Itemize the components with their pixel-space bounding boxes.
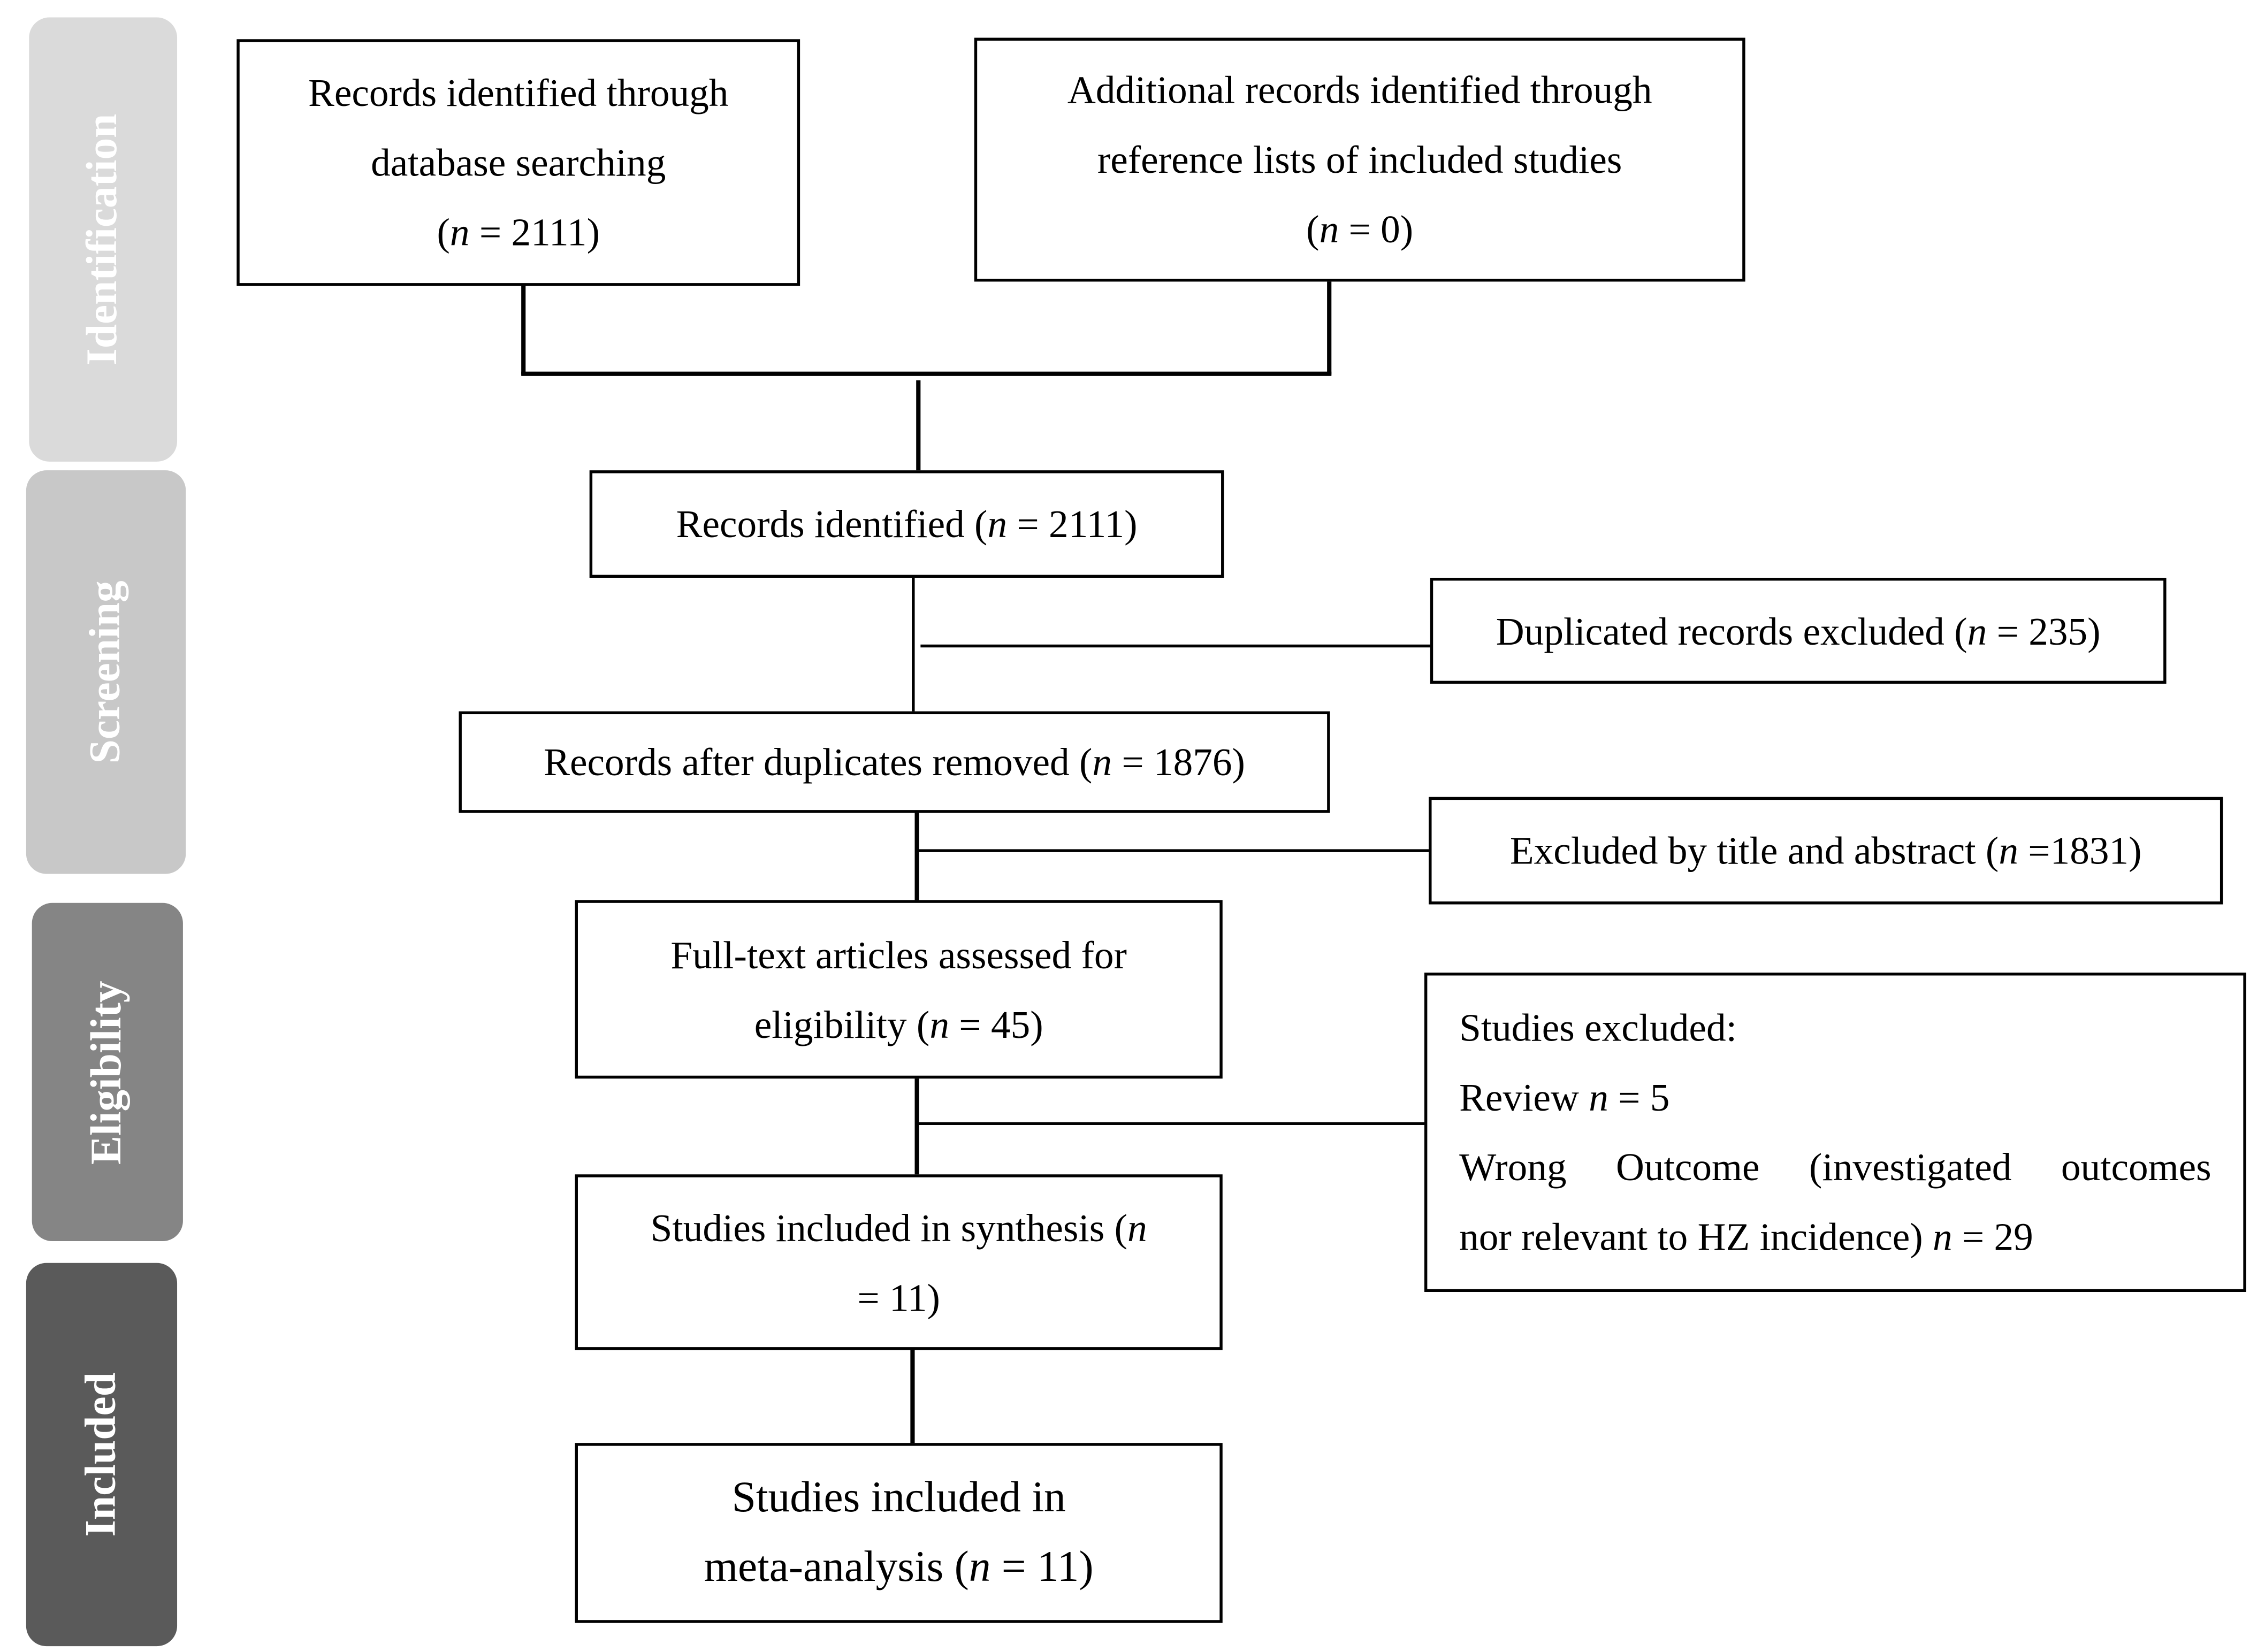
box-fulltext-assessed: Full-text articles assessed for eligibil… [575, 900, 1223, 1079]
connector-after-dup-down [914, 811, 919, 902]
db-line3: (n = 2111) [437, 210, 600, 254]
box-included-meta-analysis: Studies included in meta-analysis (n = 1… [575, 1443, 1223, 1623]
synthesis-line1: Studies included in synthesis (n [650, 1205, 1147, 1249]
phase-screening: Screening [26, 470, 186, 874]
connector-db-down [521, 284, 525, 375]
additional-line2: reference lists of included studies [1097, 137, 1622, 182]
phase-label-identification: Identification [78, 113, 127, 365]
excluded-review: Review n = 5 [1459, 1075, 1670, 1120]
phase-label-screening: Screening [81, 580, 129, 764]
db-line1: Records identified through [308, 71, 729, 115]
connector-synthesis-down [910, 1348, 914, 1444]
box-additional-records: Additional records identified through re… [974, 37, 1745, 282]
box-database-searching: Records identified through database sear… [237, 39, 800, 286]
title-abstract-text: Excluded by title and abstract (n =1831) [1509, 829, 2142, 873]
phase-included: Included [26, 1263, 178, 1647]
duplicates-text: Duplicated records excluded (n = 235) [1496, 609, 2101, 653]
phase-label-included: Included [77, 1372, 125, 1537]
connector-merge-down [916, 380, 920, 472]
after-duplicates-text: Records after duplicates removed (n = 18… [544, 740, 1245, 784]
meta-line1: Studies included in [731, 1473, 1066, 1521]
box-duplicates-excluded: Duplicated records excluded (n = 235) [1430, 577, 2167, 684]
identified-text: Records identified (n = 2111) [676, 502, 1138, 546]
box-included-synthesis: Studies included in synthesis (n = 11) [575, 1174, 1223, 1350]
connector-excluded-branch [917, 1122, 1426, 1125]
connector-fulltext-down [914, 1077, 919, 1176]
connector-duplicates-branch [920, 644, 1432, 648]
fulltext-line1: Full-text articles assessed for [670, 932, 1127, 976]
phase-identification: Identification [29, 17, 178, 462]
meta-line2: meta-analysis (n = 11) [704, 1543, 1094, 1591]
box-after-duplicates: Records after duplicates removed (n = 18… [459, 711, 1330, 813]
excluded-wrong-line2: nor relevant to HZ incidence) n = 29 [1459, 1215, 2033, 1259]
connector-merge [521, 371, 1332, 376]
phase-label-eligibility: Eligibility [82, 980, 131, 1164]
phase-eligibility: Eligibility [32, 903, 183, 1242]
additional-line3: (n = 0) [1306, 208, 1414, 251]
connector-additional-down [1327, 281, 1331, 375]
excluded-wrong-line1: Wrong Outcome (investigated outcomes [1459, 1145, 2211, 1189]
box-studies-excluded: Studies excluded: Review n = 5 Wrong Out… [1424, 973, 2246, 1292]
excluded-heading: Studies excluded: [1459, 1006, 1737, 1050]
box-records-identified: Records identified (n = 2111) [589, 470, 1224, 578]
connector-title-branch [917, 849, 1430, 852]
box-title-abstract-excluded: Excluded by title and abstract (n =1831) [1429, 797, 2223, 905]
synthesis-line2: = 11) [857, 1275, 940, 1319]
fulltext-line2: eligibility (n = 45) [754, 1002, 1043, 1046]
db-line2: database searching [371, 141, 666, 185]
additional-line1: Additional records identified through [1067, 68, 1652, 112]
connector-identified-down [912, 576, 915, 713]
